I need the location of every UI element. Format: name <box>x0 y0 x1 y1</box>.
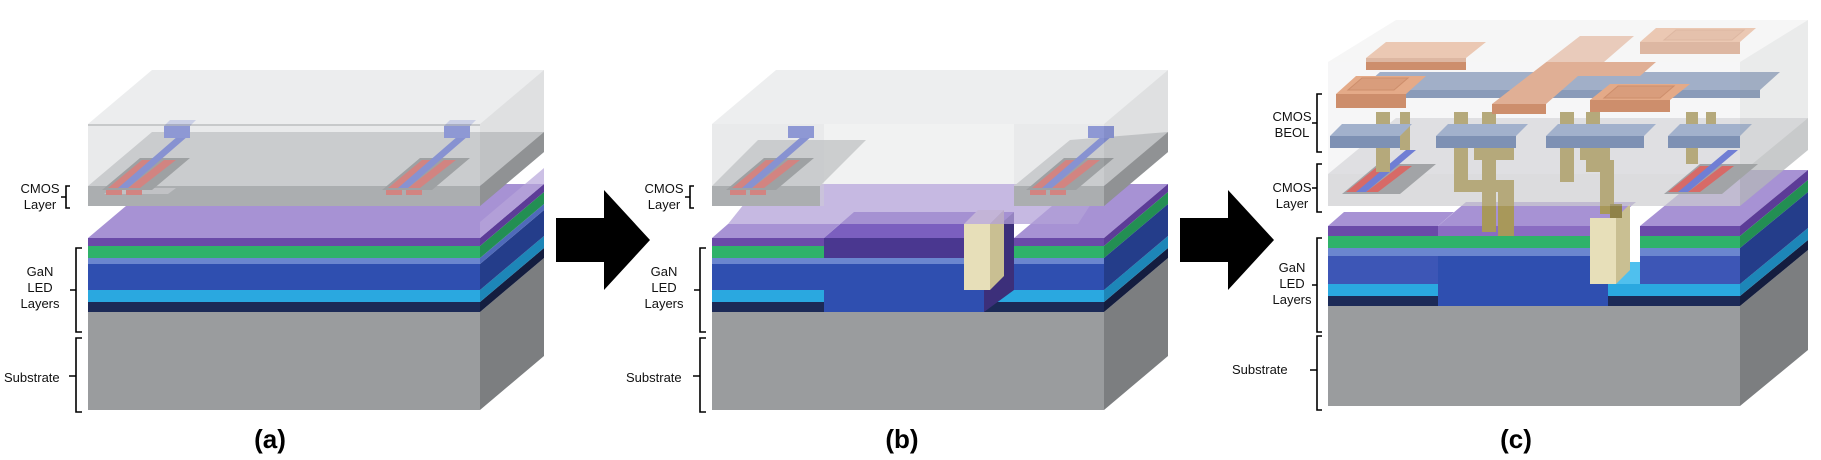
label-cmos-line2: Layer <box>24 197 57 212</box>
label-gan-led-layers: GaN LED Layers <box>20 247 82 333</box>
svg-text:CMOS: CMOS <box>1273 109 1312 124</box>
contact-pad <box>1590 204 1630 284</box>
mesa-right <box>1640 170 1808 284</box>
caption-c: (c) <box>1500 424 1532 454</box>
svg-text:Substrate: Substrate <box>1232 362 1288 377</box>
copper-pad-1 <box>1336 76 1426 108</box>
svg-text:Layers: Layers <box>1272 292 1312 307</box>
panel-a: CMOS Layer GaN LED Layers Substrate (a) <box>4 70 544 454</box>
svg-text:GaN: GaN <box>651 264 678 279</box>
dark-blue-layer <box>88 248 544 312</box>
svg-text:LED: LED <box>651 280 676 295</box>
svg-text:LED: LED <box>1279 276 1304 291</box>
process-arrow-2 <box>1180 190 1274 290</box>
svg-text:Substrate: Substrate <box>626 370 682 385</box>
dielectric-box <box>712 70 1168 206</box>
label-gan-led-layers: GaN LED Layers <box>1272 237 1322 333</box>
blue-layer <box>88 204 544 290</box>
svg-text:BEOL: BEOL <box>1275 125 1310 140</box>
svg-text:Layers: Layers <box>20 296 60 311</box>
svg-text:GaN: GaN <box>1279 260 1306 275</box>
svg-text:Layer: Layer <box>648 197 681 212</box>
label-cmos-layer: CMOS Layer <box>1273 163 1322 213</box>
label-cmos-layer: CMOS Layer <box>645 181 694 212</box>
cyan-layer <box>88 236 544 302</box>
svg-text:Layer: Layer <box>1276 196 1309 211</box>
cmos-island-right <box>1014 126 1168 206</box>
caption-a: (a) <box>254 424 286 454</box>
svg-text:Layers: Layers <box>644 296 684 311</box>
copper-interconnect <box>1492 36 1656 114</box>
green-layer <box>88 192 544 258</box>
label-cmos-line1: CMOS <box>21 181 60 196</box>
panel-c: CMOS BEOL CMOS Layer GaN LED Layers Subs… <box>1232 20 1808 454</box>
svg-text:CMOS: CMOS <box>645 181 684 196</box>
copper-pad-4 <box>1590 84 1690 112</box>
substrate-layer <box>1328 250 1808 406</box>
label-substrate: Substrate <box>626 337 706 413</box>
cmos-island-left <box>712 126 866 206</box>
dielectric-box <box>88 70 544 206</box>
label-cmos-layer: CMOS Layer <box>21 181 70 212</box>
mesa-left <box>712 224 840 290</box>
svg-text:CMOS: CMOS <box>1273 180 1312 195</box>
beol-metal-lower <box>1330 124 1752 148</box>
svg-text:GaN: GaN <box>27 264 54 279</box>
label-gan-led-layers: GaN LED Layers <box>644 247 706 333</box>
label-substrate: Substrate <box>1232 335 1322 411</box>
mesa-left <box>1328 212 1454 284</box>
mesa-right <box>1014 184 1168 290</box>
label-substrate: Substrate <box>4 337 82 413</box>
transistor-left <box>102 120 196 195</box>
svg-text:Substrate: Substrate <box>4 370 60 385</box>
dielectric-box <box>1328 20 1808 206</box>
label-cmos-beol: CMOS BEOL <box>1273 93 1322 153</box>
mesa-center <box>1438 202 1636 306</box>
panel-b: CMOS Layer GaN LED Layers Substrate (b) <box>626 70 1168 454</box>
substrate-layer <box>88 258 544 410</box>
caption-b: (b) <box>885 424 918 454</box>
purple-back-band <box>728 184 1104 224</box>
svg-text:LED: LED <box>27 280 52 295</box>
substrate-layer <box>712 258 1168 410</box>
process-arrow-1 <box>556 190 650 290</box>
